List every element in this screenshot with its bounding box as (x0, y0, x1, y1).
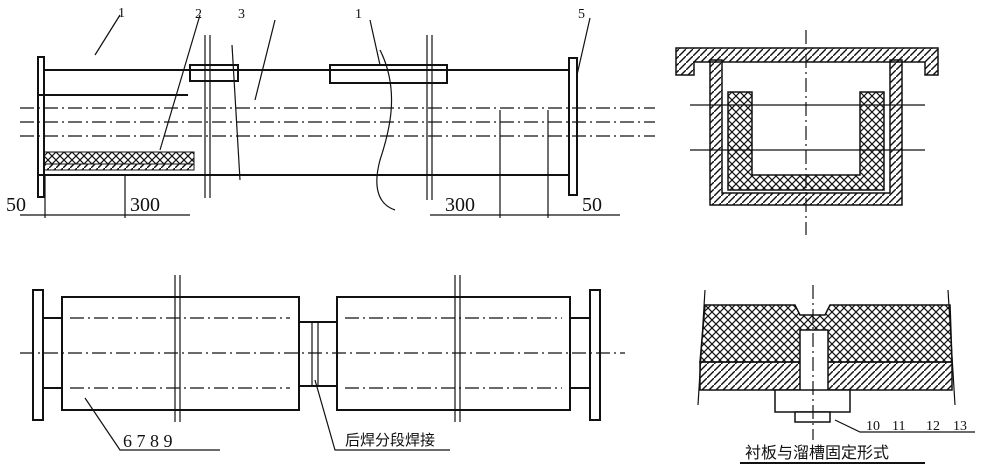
chute-elevation-view: 1 2 3 1 5 50 300 300 50 (6, 6, 655, 218)
dimension-label: 50 (582, 194, 602, 216)
callout-label: 1 (355, 7, 362, 22)
detail-caption: 衬板与溜槽固定形式 (745, 444, 889, 462)
callout-label: 3 (238, 7, 245, 22)
callout-label: 11 (892, 419, 905, 434)
callout-label: 13 (953, 419, 967, 434)
callout-label: 5 (578, 7, 585, 22)
callout-label: 2 (195, 7, 202, 22)
callout-label: 12 (926, 419, 940, 434)
weld-note: 后焊分段焊接 (345, 432, 435, 449)
dimension-label: 300 (445, 194, 475, 216)
chute-cross-section (675, 30, 939, 235)
callout-label: 10 (866, 419, 880, 434)
dimension-label: 50 (6, 194, 26, 216)
liner-fixing-detail: 10 11 12 13 衬板与溜槽固定形式 (697, 285, 975, 464)
callout-label: 1 (118, 6, 125, 21)
dimension-label: 300 (130, 194, 160, 216)
callout-numbers: 6 7 8 9 (123, 431, 173, 451)
chute-plan-view: 6 7 8 9 后焊分段焊接 (20, 275, 625, 451)
